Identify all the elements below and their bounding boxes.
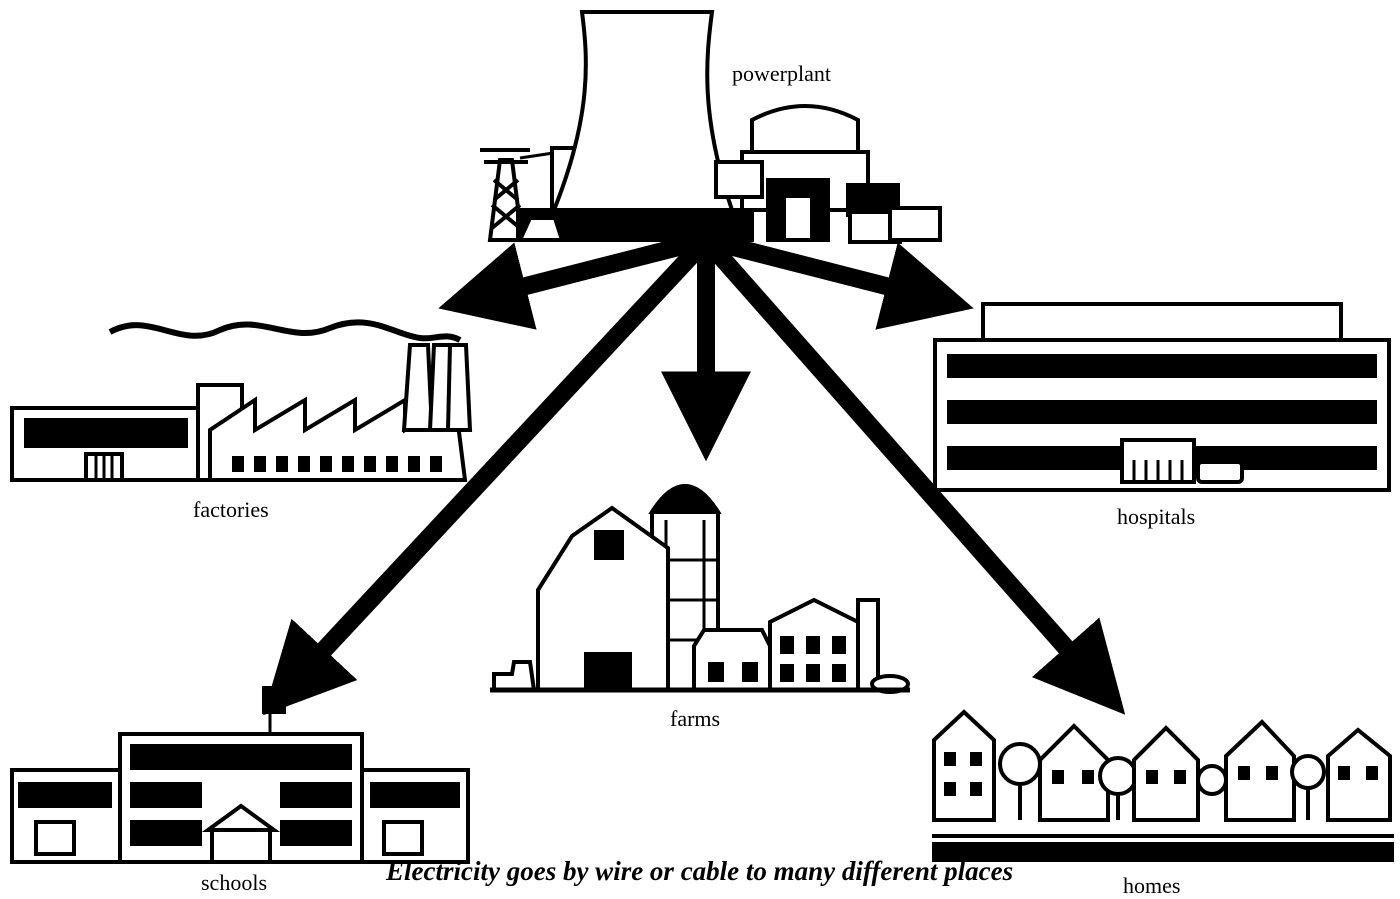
cooling-tower-icon	[551, 10, 735, 212]
school-illustration	[10, 686, 470, 864]
factory-illustration	[10, 319, 473, 482]
flag-icon	[262, 686, 286, 714]
diagram-caption: Electricity goes by wire or cable to man…	[386, 856, 1014, 886]
distribution-arrows	[263, 231, 1126, 716]
tractor-icon	[492, 660, 537, 692]
arrow-to-hospitals	[703, 231, 974, 330]
homes-illustration	[932, 709, 1394, 862]
powerplant-illustration	[480, 10, 942, 244]
arrow-to-factories	[438, 231, 709, 330]
farms-label: farms	[670, 706, 721, 731]
ambulance-icon	[1196, 460, 1244, 484]
smoke-icon	[108, 319, 462, 343]
hospitals-label: hospitals	[1117, 504, 1196, 529]
factories-label: factories	[193, 497, 269, 522]
schools-label: schools	[201, 870, 267, 895]
transmission-tower-icon	[480, 148, 561, 242]
farm-illustration	[490, 484, 910, 694]
arrow-to-homes	[699, 234, 1126, 715]
hospital-illustration	[933, 302, 1391, 492]
powerplant-label: powerplant	[732, 61, 831, 86]
reactor-dome-icon	[750, 104, 860, 154]
homes-label: homes	[1123, 873, 1181, 898]
arrow-to-schools	[263, 233, 713, 716]
